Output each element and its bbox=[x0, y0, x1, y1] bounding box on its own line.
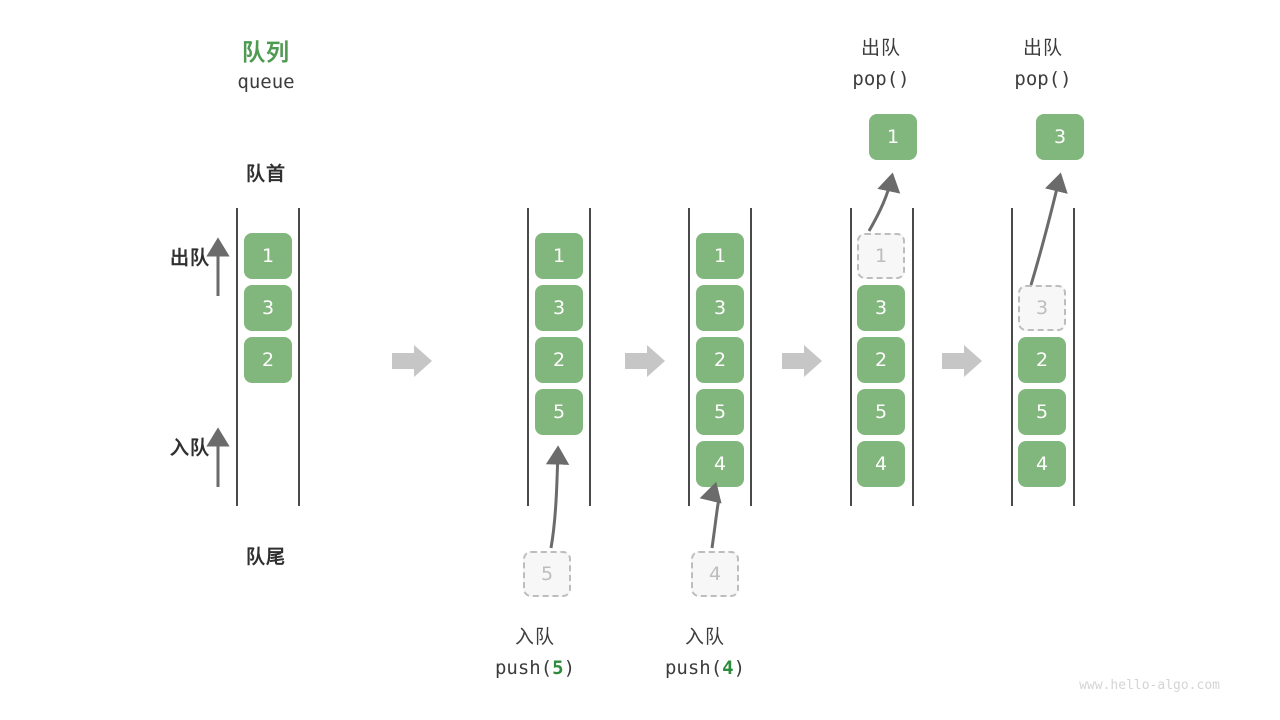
rail-left-5 bbox=[1011, 208, 1013, 506]
pop-1-arrow-icon bbox=[867, 172, 901, 232]
incoming-element-ghost: 4 bbox=[691, 551, 739, 597]
step-caption-code: push(4) bbox=[630, 657, 780, 679]
push-5-arrow-icon bbox=[545, 445, 570, 549]
rear-label: 队尾 bbox=[245, 546, 286, 568]
code-prefix: push( bbox=[664, 657, 723, 679]
queue-title-cn: 队列 bbox=[242, 40, 290, 66]
queue-cell: 3 bbox=[857, 285, 905, 331]
queue-cell: 5 bbox=[696, 389, 744, 435]
step-arrow-icon bbox=[782, 345, 822, 377]
queue-cell-ghost: 3 bbox=[1018, 285, 1066, 331]
pop-3-arrow-icon bbox=[1029, 172, 1068, 286]
step-caption-cn: 出队 bbox=[860, 37, 901, 59]
queue-cell: 4 bbox=[1018, 441, 1066, 487]
popped-element: 3 bbox=[1036, 114, 1084, 160]
queue-cell-ghost: 1 bbox=[857, 233, 905, 279]
rail-right-4 bbox=[912, 208, 914, 506]
step-caption-code: pop() bbox=[806, 68, 956, 90]
code-suffix: ) bbox=[898, 68, 910, 90]
step-arrow-icon bbox=[625, 345, 665, 377]
code-number: 4 bbox=[722, 657, 734, 679]
incoming-element-ghost: 5 bbox=[523, 551, 571, 597]
queue-cell: 3 bbox=[696, 285, 744, 331]
rail-right-1 bbox=[298, 208, 300, 506]
rail-left-1 bbox=[236, 208, 238, 506]
rail-left-2 bbox=[527, 208, 529, 506]
rail-right-2 bbox=[589, 208, 591, 506]
queue-cell: 5 bbox=[535, 389, 583, 435]
queue-cell: 1 bbox=[244, 233, 292, 279]
code-prefix: push( bbox=[494, 657, 553, 679]
queue-cell: 2 bbox=[244, 337, 292, 383]
code-prefix: pop( bbox=[1014, 68, 1061, 90]
queue-cell: 4 bbox=[696, 441, 744, 487]
rail-right-5 bbox=[1073, 208, 1075, 506]
queue-title-en: queue bbox=[237, 71, 295, 93]
rail-left-4 bbox=[850, 208, 852, 506]
code-number: 5 bbox=[552, 657, 564, 679]
queue-cell: 2 bbox=[535, 337, 583, 383]
code-prefix: pop( bbox=[852, 68, 899, 90]
code-suffix: ) bbox=[733, 657, 746, 679]
queue-cell: 4 bbox=[857, 441, 905, 487]
queue-cell: 3 bbox=[535, 285, 583, 331]
popped-element: 1 bbox=[869, 114, 917, 160]
rail-right-3 bbox=[750, 208, 752, 506]
queue-cell: 2 bbox=[1018, 337, 1066, 383]
front-label: 队首 bbox=[245, 163, 286, 185]
step-caption-code: pop() bbox=[968, 68, 1118, 90]
enqueue-legend-label: 入队 bbox=[169, 437, 210, 459]
step-arrow-icon bbox=[392, 345, 432, 377]
queue-cell: 5 bbox=[1018, 389, 1066, 435]
step-caption-cn: 入队 bbox=[514, 626, 555, 648]
step-caption-cn: 出队 bbox=[1022, 37, 1063, 59]
watermark: www.hello-algo.com bbox=[1079, 678, 1220, 693]
step-caption-code: push(5) bbox=[460, 657, 610, 679]
code-suffix: ) bbox=[563, 657, 576, 679]
queue-cell: 3 bbox=[244, 285, 292, 331]
push-4-arrow-icon bbox=[699, 481, 722, 549]
queue-cell: 1 bbox=[696, 233, 744, 279]
queue-cell: 5 bbox=[857, 389, 905, 435]
queue-cell: 2 bbox=[857, 337, 905, 383]
queue-cell: 2 bbox=[696, 337, 744, 383]
step-caption-cn: 入队 bbox=[684, 626, 725, 648]
dequeue-legend-label: 出队 bbox=[169, 247, 210, 269]
code-suffix: ) bbox=[1060, 68, 1072, 90]
step-arrow-icon bbox=[942, 345, 982, 377]
queue-cell: 1 bbox=[535, 233, 583, 279]
rail-left-3 bbox=[688, 208, 690, 506]
